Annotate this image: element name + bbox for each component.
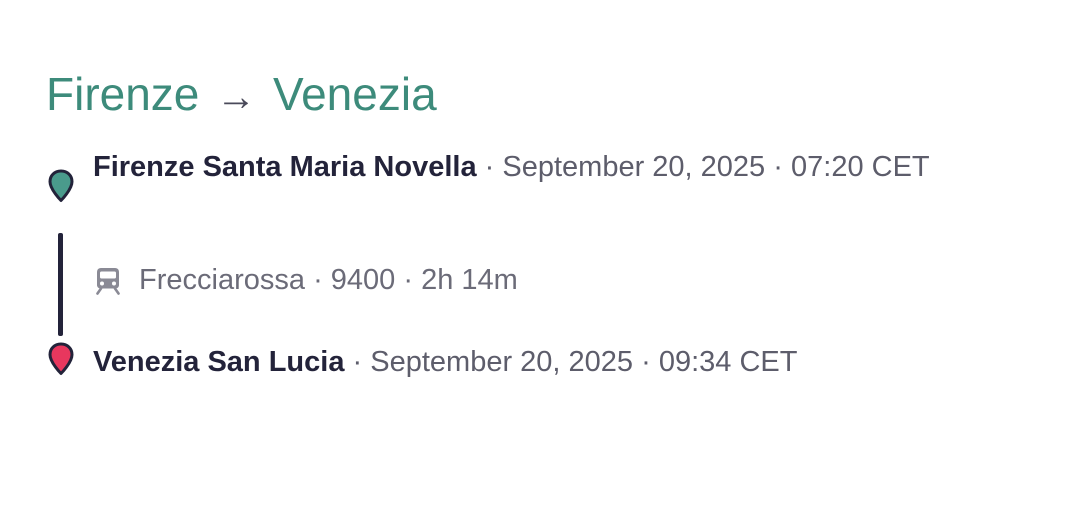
journey-from: Firenze (46, 68, 200, 120)
journey-to: Venezia (272, 68, 437, 120)
destination-map-pin-icon (48, 342, 74, 375)
origin-time: 07:20 CET (791, 151, 930, 183)
destination-date: September 20, 2025 (370, 346, 634, 378)
train-number: 9400 (330, 263, 396, 296)
separator: · (352, 346, 363, 378)
destination-details: Venezia San Lucia · September 20, 2025 ·… (93, 338, 943, 386)
train-icon (96, 268, 120, 295)
route-line (58, 233, 63, 336)
train-operator: Frecciarossa (139, 263, 305, 296)
destination-time: 09:34 CET (658, 346, 798, 378)
destination-station-name: Venezia San Lucia (93, 346, 345, 378)
journey-arrow: → (216, 75, 257, 119)
journey-title: Firenze → Venezia (46, 66, 986, 125)
separator: · (313, 263, 323, 296)
separator: · (641, 346, 651, 378)
train-leg: Frecciarossa · 9400 · 2h 14m (93, 260, 518, 300)
separator: · (484, 151, 495, 183)
separator: · (403, 263, 414, 296)
separator: · (773, 151, 783, 183)
journey-card: Firenze → Venezia Firenze Santa Maria No… (46, 66, 986, 378)
trip-duration: 2h 14m (421, 263, 518, 296)
origin-details: Firenze Santa Maria Novella · September … (93, 143, 943, 191)
origin-station-name: Firenze Santa Maria Novella (93, 151, 477, 183)
origin-date: September 20, 2025 (502, 151, 766, 183)
origin-map-pin-icon (48, 169, 74, 202)
